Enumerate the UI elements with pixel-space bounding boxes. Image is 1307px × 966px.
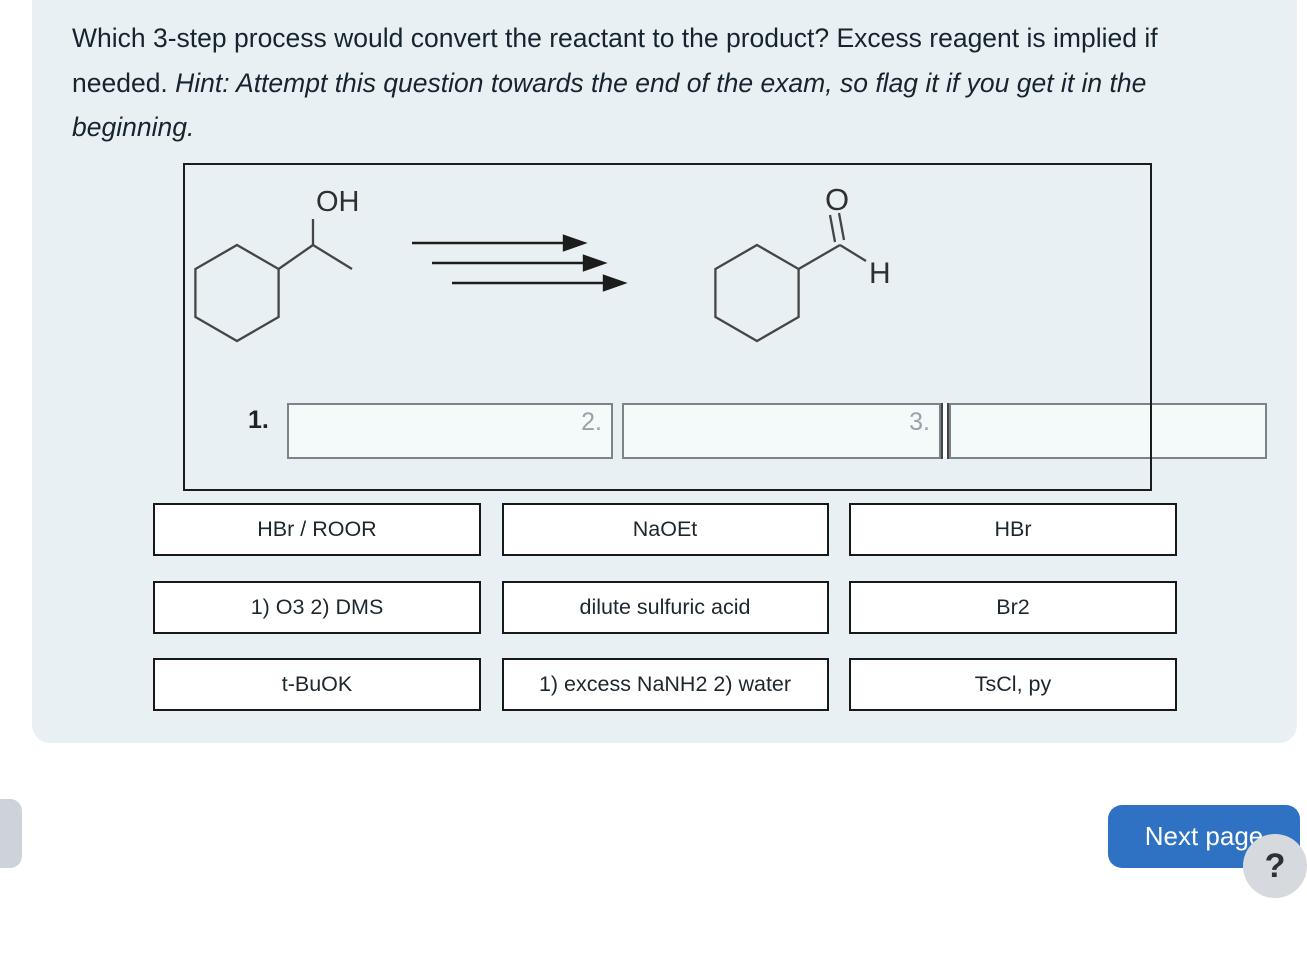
slot-1-number: 1.	[248, 406, 269, 434]
drop-slot-3[interactable]	[949, 403, 1267, 459]
options-grid: HBr / ROOR NaOEt HBr 1) O3 2) DMS dilute sul…	[153, 503, 1177, 711]
question-hint: Hint: Attempt this question towards the …	[72, 67, 1147, 143]
answer-option[interactable]: t-BuOK	[153, 658, 481, 711]
slot-3-number: 3.	[909, 408, 930, 436]
answer-option[interactable]: Br2	[849, 580, 1177, 634]
answer-option[interactable]: 1) excess NaNH2 2) water	[501, 658, 829, 711]
answer-option[interactable]: 1) O3 2) DMS	[153, 580, 481, 634]
question-text: Which 3-step process would convert the r…	[72, 23, 1158, 98]
answer-option[interactable]: TsCl, py	[849, 658, 1177, 711]
help-button[interactable]: ?	[1243, 834, 1307, 898]
question-prompt: Which 3-step process would convert the r…	[72, 16, 1254, 150]
answer-option[interactable]: HBr / ROOR	[153, 503, 481, 556]
answer-option[interactable]: NaOEt	[501, 503, 829, 556]
slot-2-number: 2.	[581, 408, 602, 436]
answer-option[interactable]: dilute sulfuric acid	[501, 580, 829, 634]
answer-option[interactable]: HBr	[849, 503, 1177, 556]
drop-slot-2[interactable]: 3.	[622, 403, 941, 459]
drop-insert-caret	[941, 403, 949, 459]
side-drawer-handle[interactable]	[0, 799, 22, 868]
drop-slot-1[interactable]: 2.	[287, 403, 613, 459]
